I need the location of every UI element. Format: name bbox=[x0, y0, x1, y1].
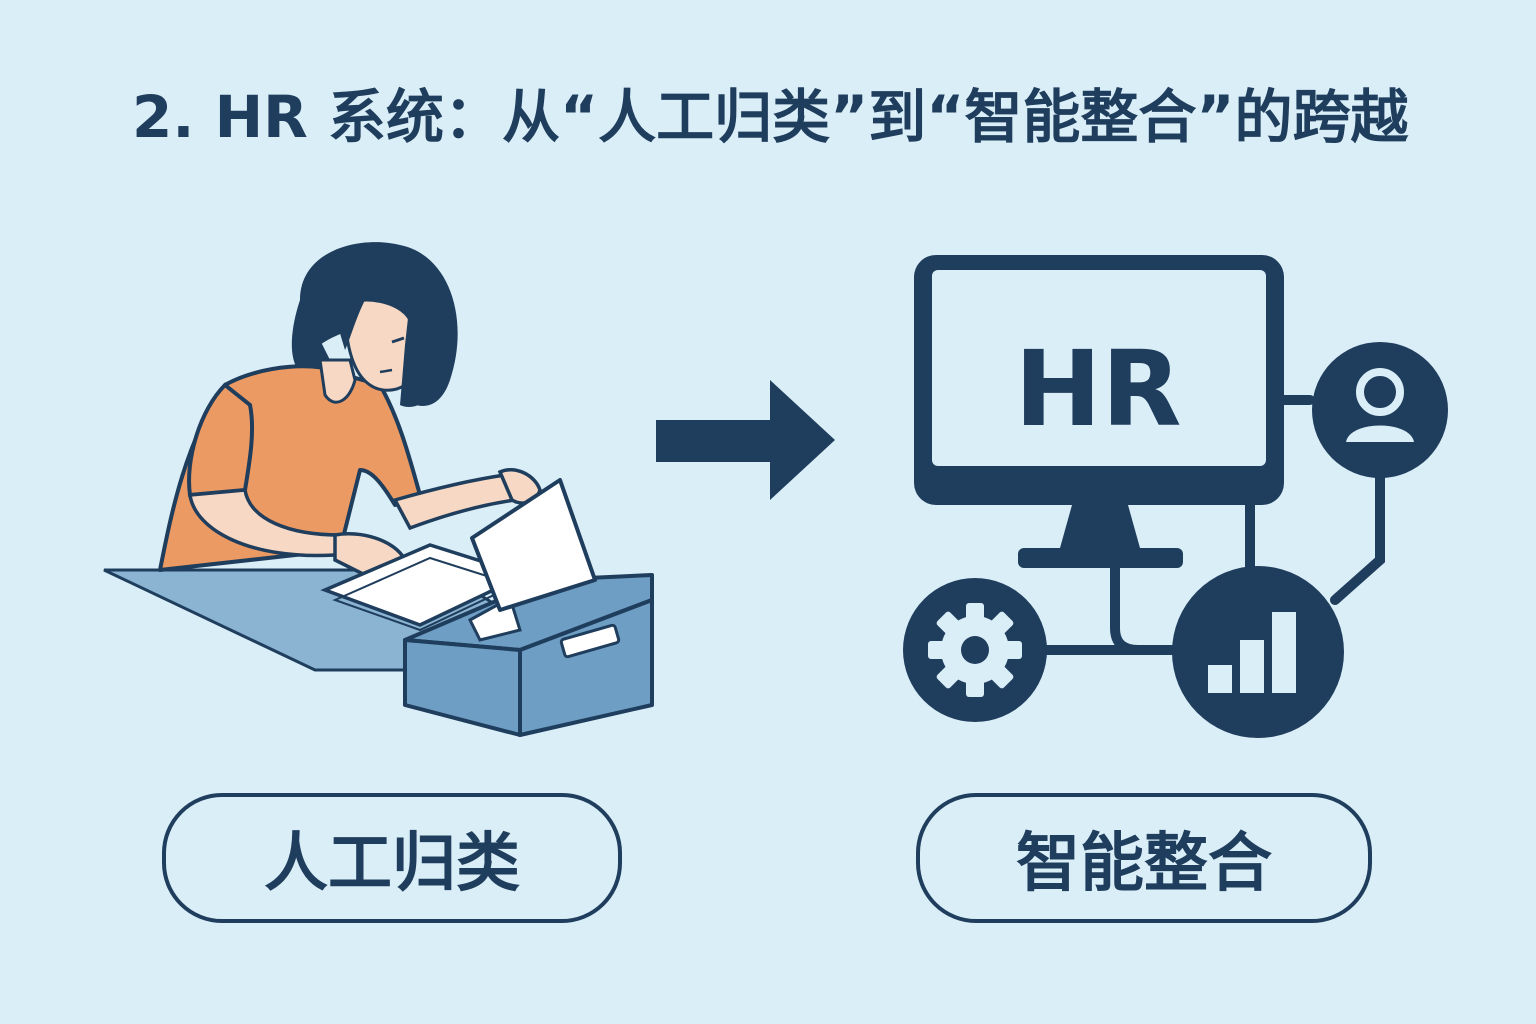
arrow-right-icon bbox=[656, 380, 835, 500]
monitor-hr-text: HR bbox=[1014, 328, 1181, 450]
gear-icon bbox=[903, 578, 1047, 722]
manual-classification-label: 人工归类 bbox=[162, 793, 622, 923]
monitor-icon bbox=[914, 255, 1284, 568]
file-box bbox=[403, 478, 654, 737]
bar-chart-icon bbox=[1172, 566, 1344, 738]
user-icon bbox=[1312, 342, 1448, 478]
smart-integration-label: 智能整合 bbox=[916, 793, 1372, 923]
woman-filing-illustration bbox=[103, 242, 654, 737]
page-title: 2. HR 系统：从“人工归类”到“智能整合”的跨越 bbox=[132, 83, 1409, 151]
